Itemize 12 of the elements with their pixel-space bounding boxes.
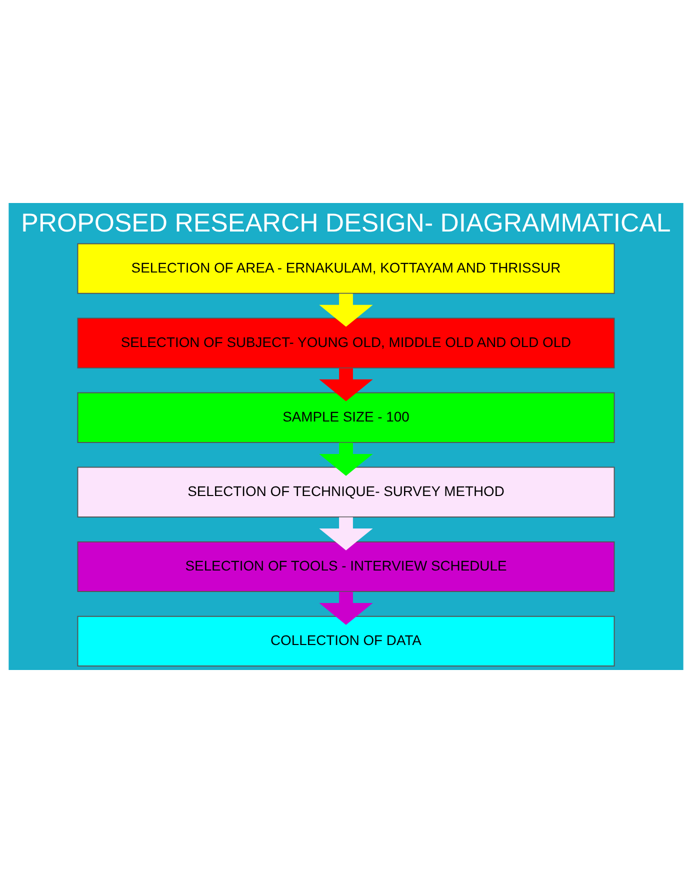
node-box: SELECTION OF AREA - ERNAKULAM, KOTTAYAM AND THRISSUR (77, 243, 615, 294)
diagram-title: PROPOSED RESEARCH DESIGN- DIAGRAMMATICAL (21, 210, 671, 238)
node-box: SELECTION OF SUBJECT- YOUNG OLD, MIDDLE OLD AND OLD OLD (77, 318, 615, 368)
node-box: SAMPLE SIZE - 100 (77, 392, 615, 443)
arrow (319, 368, 373, 402)
node-box: COLLECTION OF DATA (77, 616, 615, 667)
arrow (319, 592, 373, 625)
node-box: SELECTION OF TECHNIQUE- SURVEY METHOD (77, 466, 615, 518)
node-box: SELECTION OF TOOLS - INTERVIEW SCHEDULE (77, 541, 615, 592)
arrow (319, 517, 373, 550)
arrow (319, 294, 373, 327)
arrow (319, 442, 373, 476)
